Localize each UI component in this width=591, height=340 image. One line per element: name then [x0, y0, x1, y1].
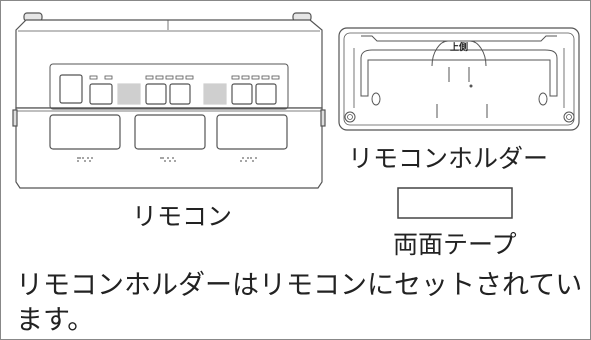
holder-caption: リモコンホルダー: [348, 144, 549, 173]
remote-holder-illustration: [338, 27, 580, 131]
tape-caption: 両面テープ: [393, 230, 517, 259]
remote-caption: リモコン: [132, 202, 233, 231]
holder-top-label: 上側: [450, 41, 468, 53]
double-sided-tape-rectangle: [397, 187, 513, 219]
instruction-note: リモコンホルダーはリモコンにセットされています。: [16, 270, 583, 336]
remote-control-illustration: [12, 12, 326, 189]
